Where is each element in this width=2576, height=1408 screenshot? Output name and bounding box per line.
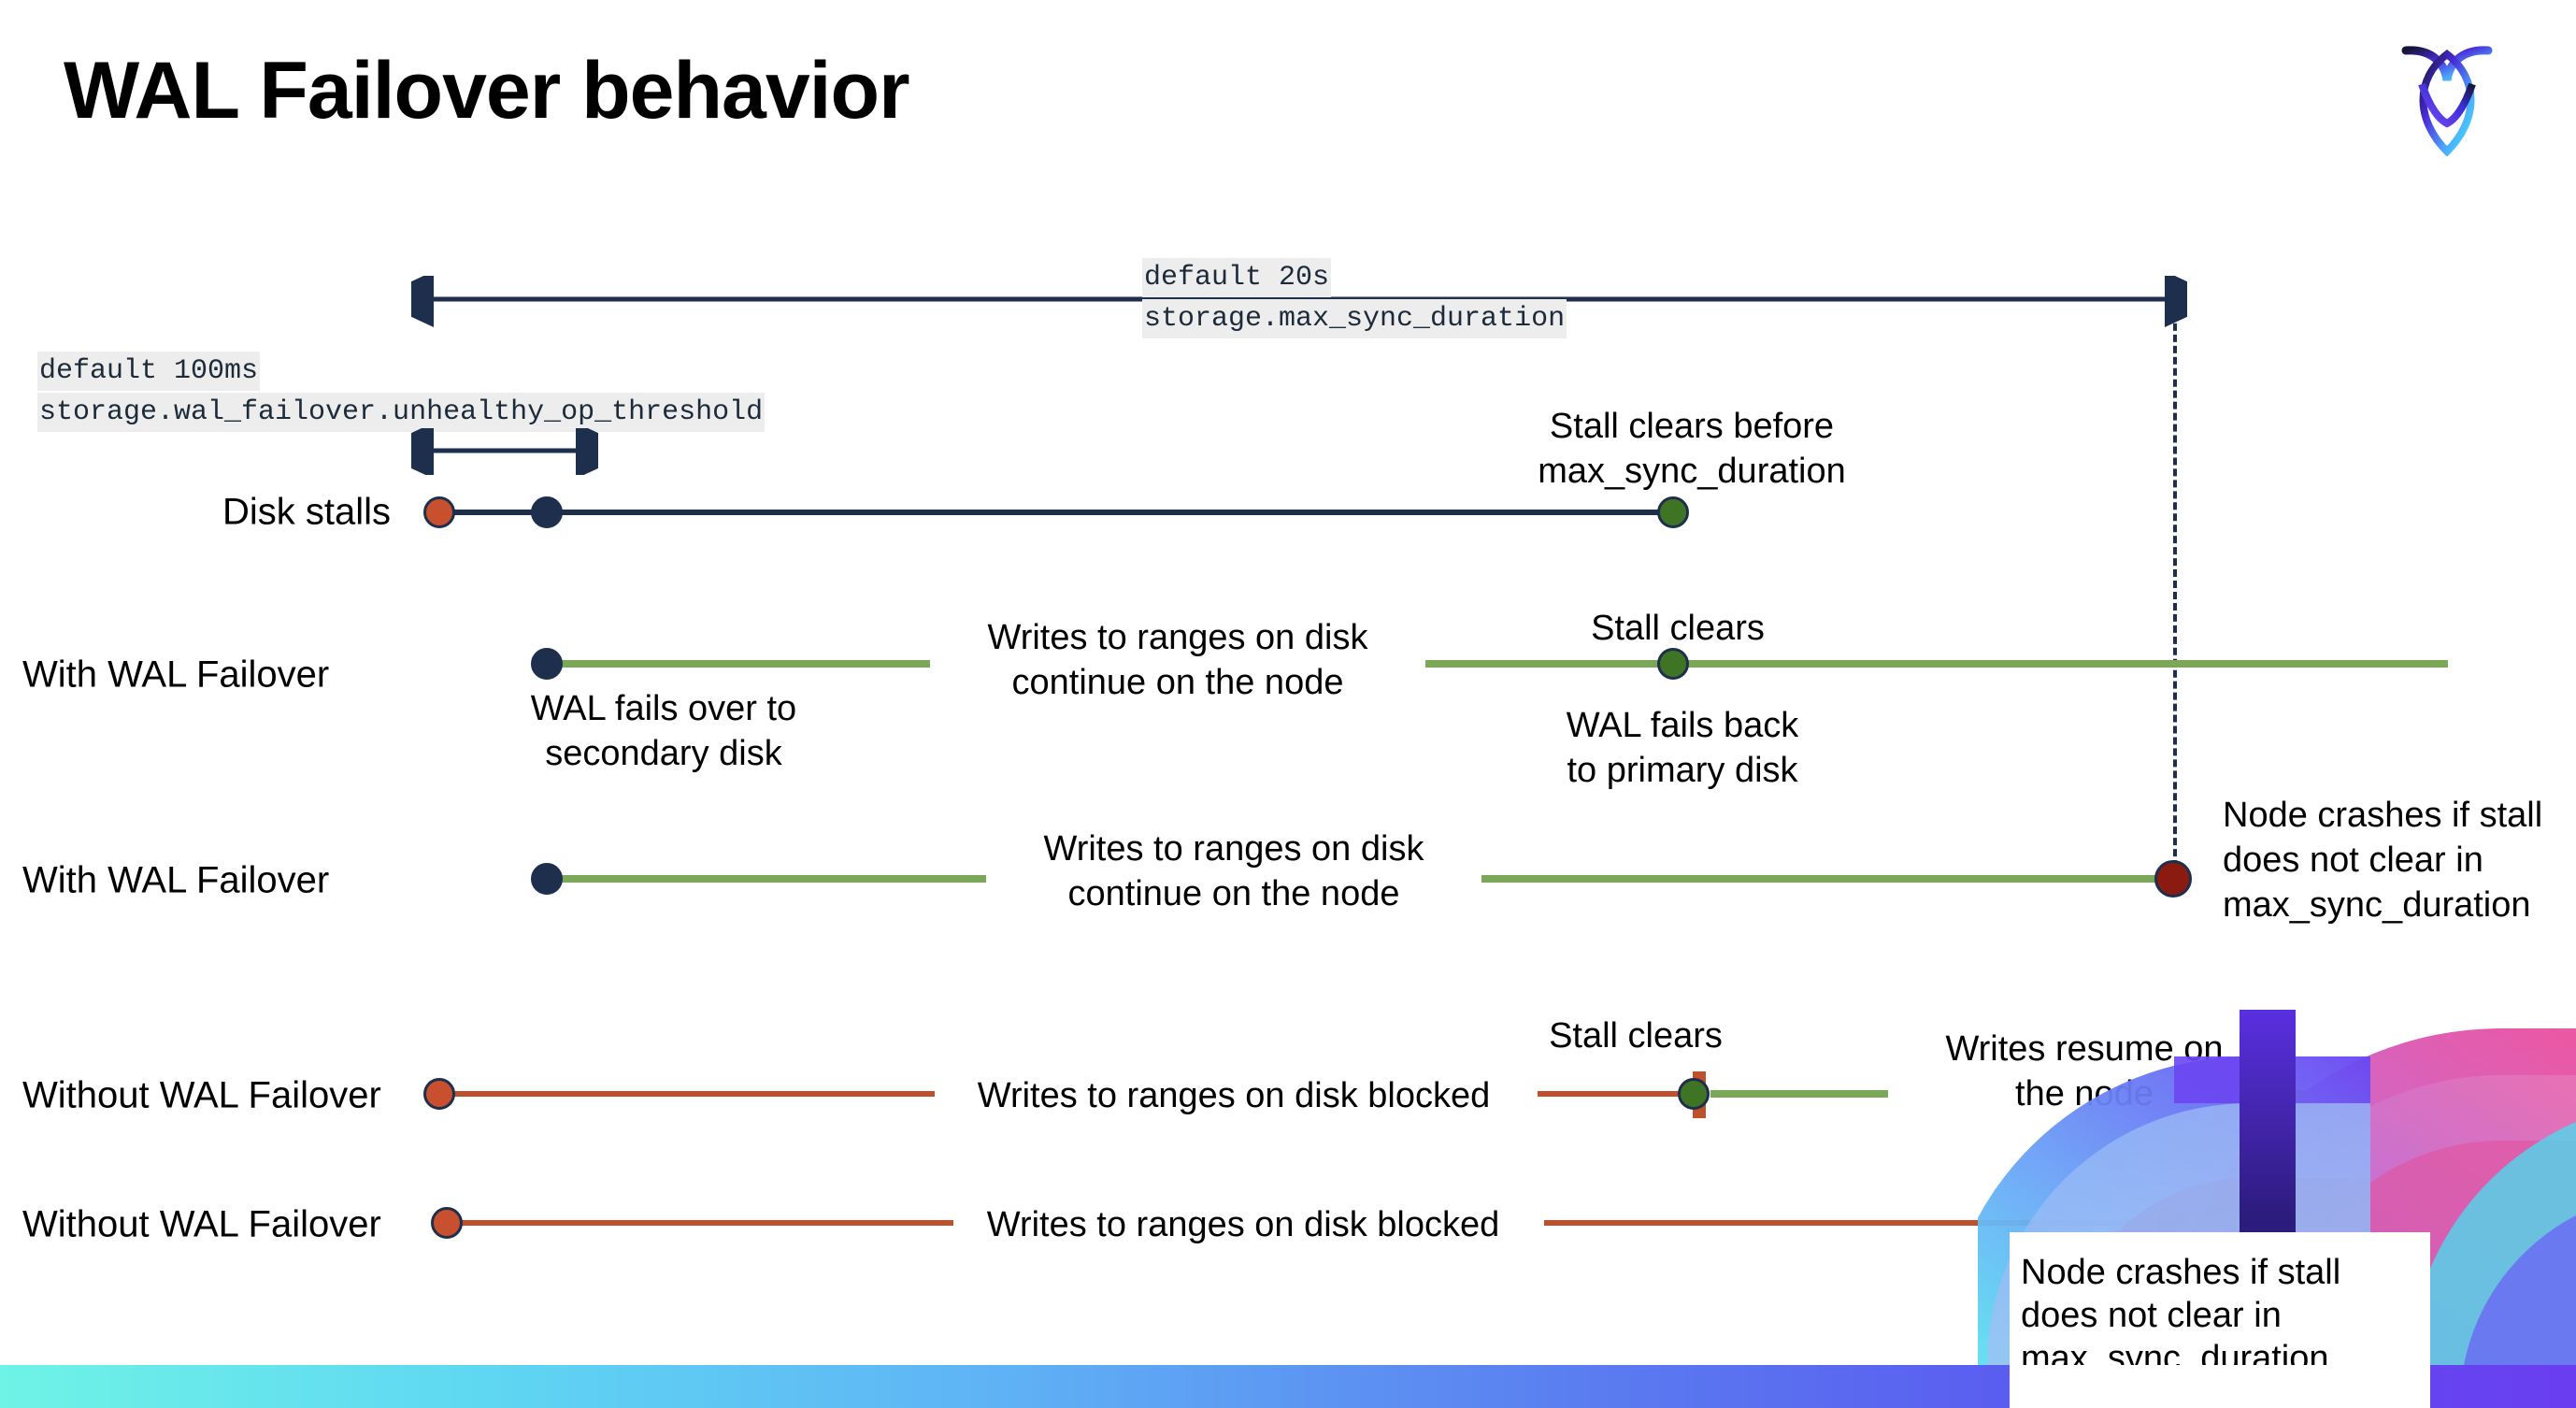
unhealthy-threshold-default-chip: default 100ms	[37, 352, 261, 391]
max-sync-default-chip: default 20s	[1142, 258, 1332, 297]
note-writes-resume: Writes resume on the node	[1945, 1029, 2224, 1113]
disk-stalls-clear-dot	[1657, 496, 1689, 528]
without-failover-1-start-dot	[423, 1078, 455, 1110]
disk-stalls-threshold-dot	[531, 496, 563, 528]
wal-failover-2-track-b	[1481, 875, 2173, 883]
wal-failover-1-track-a	[547, 660, 930, 668]
note-stall-clears-before-max: Stall clears before max_sync_duration	[1538, 407, 1846, 491]
row-label-with-wal-failover-1: With WAL Failover	[22, 654, 330, 696]
row-label-without-wal-failover-2: Without WAL Failover	[22, 1203, 381, 1245]
row-label-disk-stalls: Disk stalls	[222, 491, 392, 533]
wal-failover-2-track-a	[547, 875, 986, 883]
without-failover-1-clear-dot	[1678, 1078, 1710, 1110]
max-sync-deadline-guide	[2173, 301, 2177, 879]
note-writes-blocked-1: Writes to ranges on disk blocked	[977, 1076, 1491, 1115]
note-wal-fails-over: WAL fails over to secondary disk	[530, 689, 797, 773]
note-writes-continue-2: Writes to ranges on disk continue on the…	[1043, 829, 1424, 913]
without-failover-1-track-c	[2292, 1090, 2453, 1098]
disk-stalls-track	[439, 510, 1673, 515]
without-failover-2-start-dot	[431, 1207, 463, 1239]
without-failover-1-track-b	[1710, 1090, 1888, 1098]
wal-failover-1-track-b	[1425, 660, 2448, 668]
disk-stalls-start-dot	[423, 496, 455, 528]
note-wal-fails-back: WAL fails back to primary disk	[1566, 706, 1799, 790]
wal-failover-1-clear-dot	[1657, 648, 1689, 680]
wal-failover-2-start-dot	[531, 863, 563, 895]
page-title: WAL Failover behavior	[64, 46, 910, 136]
footer-bar-cutout	[2010, 1365, 2430, 1408]
without-failover-1-stall-arrow	[1538, 1071, 1706, 1118]
note-stall-clears-1: Stall clears	[1591, 609, 1765, 648]
unhealthy-threshold-setting-chip: storage.wal_failover.unhealthy_op_thresh…	[37, 393, 766, 432]
row-label-with-wal-failover-2: With WAL Failover	[22, 859, 330, 901]
note-node-crashes-2: Node crashes if stall does not clear in …	[2021, 1253, 2341, 1378]
without-failover-1-track-a	[447, 1091, 935, 1097]
cockroachdb-logo-icon	[2393, 34, 2501, 161]
unhealthy-threshold-span-arrow	[411, 428, 598, 475]
wal-failover-1-start-dot	[531, 648, 563, 680]
max-sync-setting-chip: storage.max_sync_duration	[1142, 299, 1567, 338]
without-failover-2-track-a	[458, 1220, 953, 1226]
note-node-crashes-1: Node crashes if stall does not clear in …	[2223, 796, 2543, 925]
note-writes-continue-1: Writes to ranges on disk continue on the…	[987, 618, 1368, 702]
wal-failover-2-crash-dot	[2154, 860, 2192, 898]
row-label-without-wal-failover-1: Without WAL Failover	[22, 1074, 381, 1116]
note-writes-blocked-2: Writes to ranges on disk blocked	[986, 1205, 1500, 1244]
note-stall-clears-2: Stall clears	[1549, 1016, 1723, 1056]
